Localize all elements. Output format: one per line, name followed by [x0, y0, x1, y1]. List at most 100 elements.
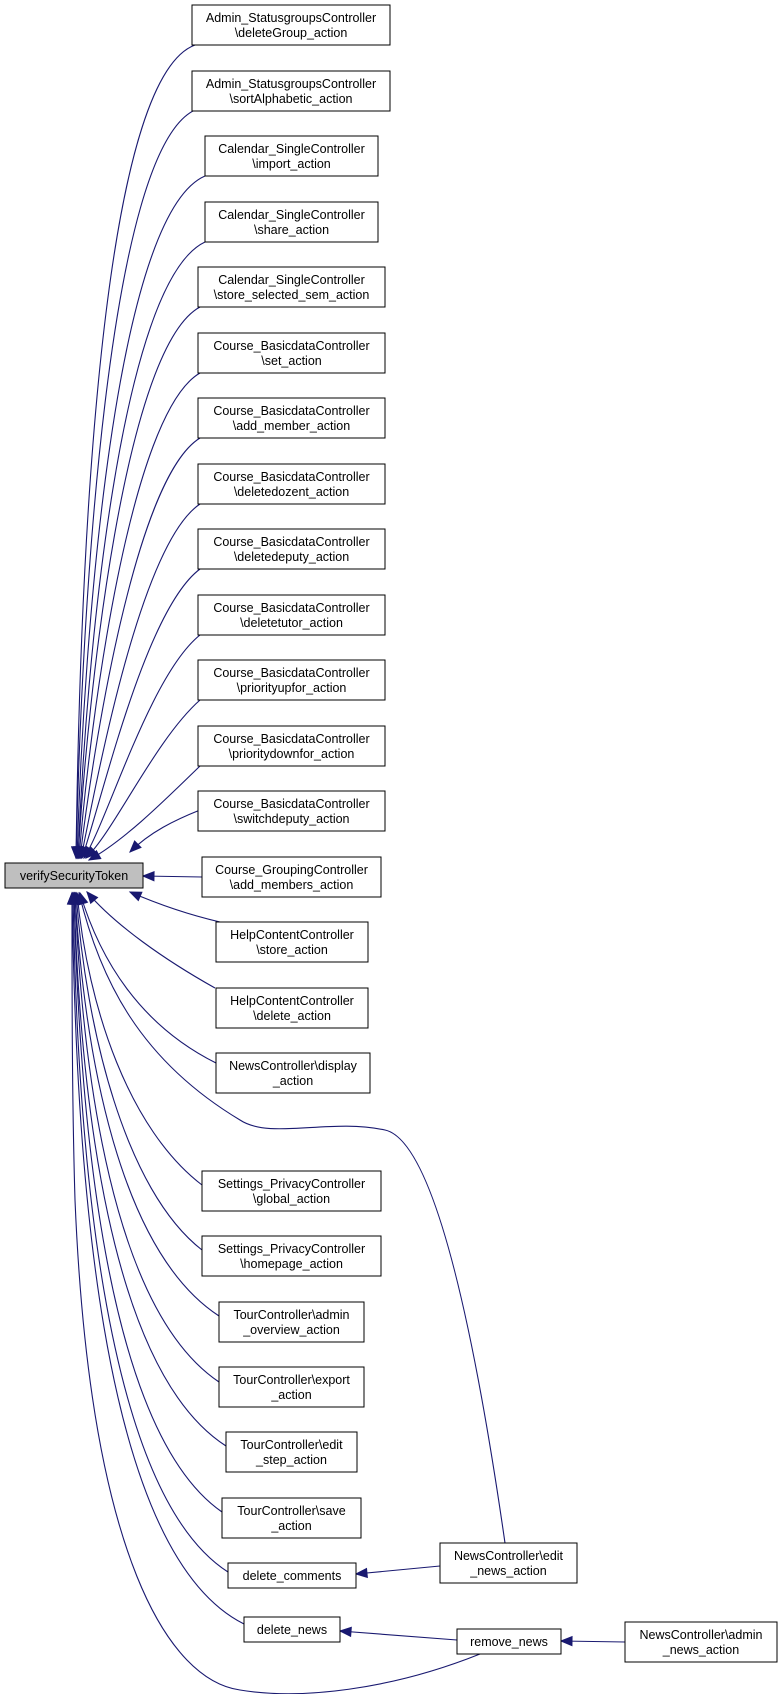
edge-n17-to-verify [79, 892, 217, 1064]
graph-node[interactable]: Calendar_SingleController\store_selected… [197, 266, 386, 308]
graph-node[interactable]: HelpContentController\store_action [215, 921, 369, 963]
node-label: TourController\edit [240, 1438, 343, 1452]
graph-node[interactable]: TourController\admin_overview_action [218, 1301, 365, 1343]
arrowhead-n27-to-verify [66, 891, 78, 905]
node-box [197, 332, 386, 374]
node-label: Course_GroupingController [215, 863, 368, 877]
graph-node[interactable]: Settings_PrivacyController\global_action [201, 1170, 382, 1212]
edge-n1-to-verify [75, 44, 196, 859]
edge-n25-to-verify [71, 892, 245, 1625]
node-label: _overview_action [242, 1323, 340, 1337]
graph-node[interactable]: TourController\edit_step_action [225, 1431, 358, 1473]
graph-node[interactable]: Calendar_SingleController\share_action [204, 201, 379, 243]
node-label: \add_members_action [230, 878, 354, 892]
edge-n5-to-verify [77, 306, 201, 859]
node-label: \deletedeputy_action [234, 550, 349, 564]
graph-node[interactable]: NewsController\display_action [215, 1052, 371, 1094]
graph-node[interactable]: Course_BasicdataController\set_action [197, 332, 386, 374]
node-label: Settings_PrivacyController [218, 1242, 365, 1256]
edge-n7-to-verify [79, 437, 201, 859]
graph-node[interactable]: TourController\save_action [221, 1497, 362, 1539]
node-box [201, 1170, 382, 1212]
edge-n2-to-verify [75, 109, 196, 859]
node-label: NewsController\edit [454, 1549, 564, 1563]
graph-node[interactable]: HelpContentController\delete_action [215, 987, 369, 1029]
edge-n12-to-verify [88, 765, 201, 861]
graph-node[interactable]: Course_BasicdataController\prioritydownf… [197, 725, 386, 767]
node-label: Admin_StatusgroupsController [206, 11, 376, 25]
node-label: Calendar_SingleController [218, 208, 365, 222]
graph-node[interactable]: Course_BasicdataController\switchdeputy_… [197, 790, 386, 832]
node-box [204, 135, 379, 177]
graph-node[interactable]: delete_news [243, 1616, 341, 1643]
node-label: verifySecurityToken [20, 869, 128, 883]
edge-layer [66, 44, 626, 1694]
node-label: Course_BasicdataController [213, 732, 369, 746]
graph-node[interactable]: delete_comments [227, 1562, 357, 1589]
edge-n19-to-verify [75, 892, 203, 1251]
edge-n21-to-verify [74, 892, 220, 1383]
graph-node[interactable]: Settings_PrivacyController\homepage_acti… [201, 1235, 382, 1277]
node-label: \delete_action [253, 1009, 331, 1023]
graph-node[interactable]: Course_BasicdataController\add_member_ac… [197, 397, 386, 439]
node-box [197, 790, 386, 832]
node-box [197, 594, 386, 636]
node-box [439, 1542, 578, 1584]
node-label: Course_BasicdataController [213, 404, 369, 418]
node-label: Course_BasicdataController [213, 601, 369, 615]
graph-node[interactable]: remove_news [456, 1628, 562, 1655]
graph-node[interactable]: Course_BasicdataController\deletetutor_a… [197, 594, 386, 636]
node-label: TourController\export [233, 1373, 350, 1387]
node-label: \switchdeputy_action [233, 812, 349, 826]
graph-node[interactable]: NewsController\edit_news_action [439, 1542, 578, 1584]
node-label: \priorityupfor_action [237, 681, 347, 695]
node-label: \add_member_action [233, 419, 350, 433]
node-label: \homepage_action [240, 1257, 343, 1271]
node-label: NewsController\admin [640, 1628, 763, 1642]
node-box [624, 1621, 778, 1663]
node-label: NewsController\display [229, 1059, 358, 1073]
node-box [4, 862, 144, 889]
edge-n8-to-verify [80, 503, 201, 859]
node-label: delete_news [257, 1623, 327, 1637]
arrowhead-n27-to-n25 [338, 1626, 352, 1638]
node-box [218, 1366, 365, 1408]
node-label: _step_action [255, 1453, 327, 1467]
node-label: \deletetutor_action [240, 616, 343, 630]
node-label: _news_action [662, 1643, 739, 1657]
node-box [201, 856, 382, 898]
edge-n11-to-verify [85, 699, 201, 859]
node-label: \set_action [261, 354, 322, 368]
graph-node[interactable]: Course_BasicdataController\priorityupfor… [197, 659, 386, 701]
graph-node[interactable]: Calendar_SingleController\import_action [204, 135, 379, 177]
edge-n6-to-verify [78, 372, 201, 859]
edge-n26-to-verify [78, 892, 506, 1544]
graph-node[interactable]: NewsController\admin_news_action [624, 1621, 778, 1663]
edge-n24-to-verify [72, 892, 229, 1573]
node-label: Course_BasicdataController [213, 470, 369, 484]
edge-n22-to-verify [73, 892, 227, 1447]
graph-node[interactable]: Course_BasicdataController\deletedeputy_… [197, 528, 386, 570]
edge-n4-to-verify [77, 241, 206, 859]
node-box [201, 1235, 382, 1277]
node-box [218, 1301, 365, 1343]
edge-n10-to-verify [83, 634, 201, 859]
graph-node[interactable]: Course_BasicdataController\deletedozent_… [197, 463, 386, 505]
node-box [215, 921, 369, 963]
node-box [191, 4, 391, 46]
node-label: \share_action [254, 223, 329, 237]
graph-node[interactable]: TourController\export_action [218, 1366, 365, 1408]
node-box [227, 1562, 357, 1589]
arrowhead-n28-to-n27 [559, 1635, 573, 1647]
node-box [197, 725, 386, 767]
graph-node[interactable]: Admin_StatusgroupsController\deleteGroup… [191, 4, 391, 46]
graph-node[interactable]: Course_GroupingController\add_members_ac… [201, 856, 382, 898]
edge-n26-to-n24 [355, 1565, 441, 1575]
edge-n16-to-verify [86, 891, 216, 989]
edge-n18-to-verify [76, 892, 203, 1186]
edge-n27-to-n25 [339, 1630, 458, 1641]
graph-node[interactable]: Admin_StatusgroupsController\sortAlphabe… [191, 70, 391, 112]
node-box [215, 987, 369, 1029]
node-box [191, 70, 391, 112]
node-label: Settings_PrivacyController [218, 1177, 365, 1191]
